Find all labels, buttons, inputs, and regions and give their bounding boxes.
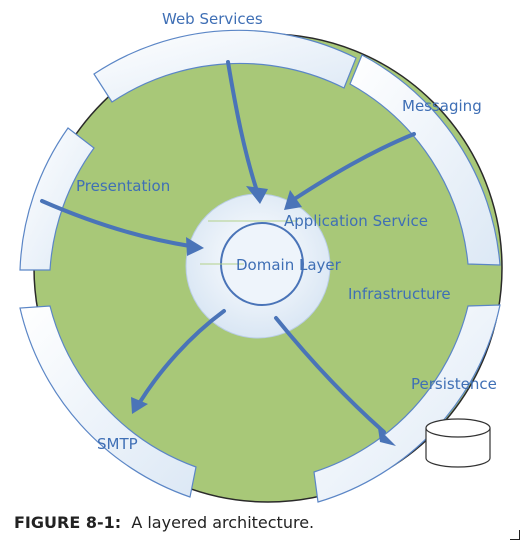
- figure-number: FIGURE 8-1:: [14, 513, 122, 532]
- figure-caption: FIGURE 8-1: A layered architecture.: [14, 513, 314, 532]
- label-persistence: Persistence: [411, 375, 497, 393]
- label-domain-layer: Domain Layer: [236, 256, 342, 274]
- band-smtp: [19, 305, 197, 498]
- database-icon: [425, 418, 491, 468]
- label-infrastructure: Infrastructure: [348, 285, 451, 303]
- corner-mark: [510, 530, 520, 540]
- arrowhead-presentation: [186, 237, 204, 256]
- arrowhead-web-services: [246, 186, 268, 204]
- arrow-messaging: [294, 132, 416, 200]
- label-messaging: Messaging: [402, 97, 482, 115]
- label-application-service: Application Service: [284, 212, 428, 230]
- label-web-services: Web Services: [162, 10, 263, 28]
- arrow-presentation: [40, 199, 192, 248]
- arrow-smtp: [138, 309, 226, 404]
- arrowheads: [131, 186, 396, 446]
- arrowhead-messaging: [284, 190, 302, 210]
- band-messaging: [349, 54, 501, 266]
- label-presentation: Presentation: [76, 177, 170, 195]
- arrowhead-persistence: [378, 428, 396, 446]
- band-presentation: [19, 127, 95, 271]
- label-smtp: SMTP: [97, 435, 138, 453]
- arrow-persistence: [274, 316, 386, 434]
- band-web-services: [93, 29, 357, 103]
- band-persistence: [313, 304, 501, 503]
- figure-caption-text: A layered architecture.: [131, 513, 315, 532]
- arrowhead-smtp: [131, 397, 148, 414]
- arrow-web-services: [226, 60, 258, 190]
- outer-ring-bands: [19, 29, 501, 503]
- dependency-arrows: [40, 60, 416, 434]
